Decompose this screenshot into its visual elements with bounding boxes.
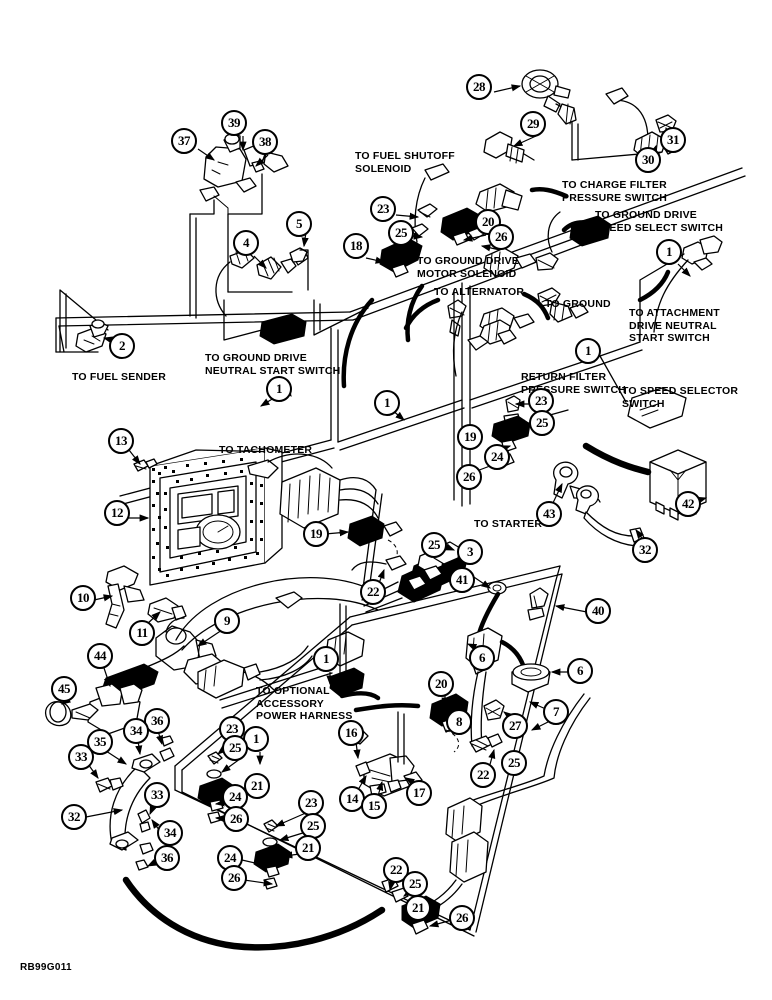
callout-bubble-39: 39 <box>221 110 247 136</box>
callout-bubble-35: 35 <box>87 729 113 755</box>
callout-bubble-9: 9 <box>214 608 240 634</box>
callout-bubble-26: 26 <box>488 224 514 250</box>
callout-bubble-11: 11 <box>129 620 155 646</box>
callout-bubble-34: 34 <box>123 718 149 744</box>
callout-bubble-3: 3 <box>457 539 483 565</box>
callout-bubble-32: 32 <box>632 537 658 563</box>
callout-bubble-2: 2 <box>109 333 135 359</box>
label-to-alternator: TO ALTERNATOR <box>434 286 525 298</box>
connector-group-4-5 <box>215 247 309 345</box>
callout-bubble-8: 8 <box>446 709 472 735</box>
callout-bubble-34: 34 <box>157 820 183 846</box>
callout-bubble-24: 24 <box>484 444 510 470</box>
callout-bubble-22: 22 <box>360 579 386 605</box>
callout-bubble-33: 33 <box>144 782 170 808</box>
callout-bubble-26: 26 <box>223 806 249 832</box>
ground-strap-assembly <box>95 735 386 951</box>
callout-bubble-41: 41 <box>449 567 475 593</box>
callout-bubble-21: 21 <box>295 835 321 861</box>
callout-bubble-23: 23 <box>370 196 396 222</box>
callout-bubble-28: 28 <box>466 74 492 100</box>
callout-bubble-42: 42 <box>675 491 701 517</box>
callout-bubble-25: 25 <box>388 220 414 246</box>
label-to-ground: TO GROUND <box>545 298 611 310</box>
label-return-filter-pressure-switch: RETURN FILTER PRESSURE SWITCH <box>521 371 627 396</box>
callout-bubble-1: 1 <box>575 338 601 364</box>
bolt-22-25-right <box>469 733 503 753</box>
accessory-plugs <box>197 603 365 699</box>
callout-bubble-20: 20 <box>428 671 454 697</box>
callout-bubble-15: 15 <box>361 793 387 819</box>
right-connectors <box>599 235 723 429</box>
callout-bubble-1: 1 <box>313 646 339 672</box>
callout-bubble-13: 13 <box>108 428 134 454</box>
callout-bubble-25: 25 <box>402 871 428 897</box>
callout-bubble-21: 21 <box>244 773 270 799</box>
callout-bubble-25: 25 <box>529 410 555 436</box>
mid-connectors <box>341 247 589 501</box>
callout-bubble-37: 37 <box>171 128 197 154</box>
callout-bubble-26: 26 <box>456 464 482 490</box>
figure-code: RB99G011 <box>20 962 72 973</box>
center-clamps <box>379 203 485 278</box>
callout-bubble-16: 16 <box>338 720 364 746</box>
callout-bubble-36: 36 <box>154 845 180 871</box>
callout-bubble-22: 22 <box>470 762 496 788</box>
callout-bubble-44: 44 <box>87 643 113 669</box>
ground-cables <box>553 461 645 547</box>
label-pointers <box>339 187 671 701</box>
callout-bubble-45: 45 <box>51 676 77 702</box>
callout-bubble-1: 1 <box>374 390 400 416</box>
label-to-tachometer: TO TACHOMETER <box>219 444 313 456</box>
callout-bubble-40: 40 <box>585 598 611 624</box>
callout-bubble-7: 7 <box>543 699 569 725</box>
callout-bubble-33: 33 <box>68 744 94 770</box>
upper-left-connector-assembly <box>189 133 293 319</box>
label-to-fuel-sender: TO FUEL SENDER <box>72 371 167 383</box>
callout-bubble-43: 43 <box>536 501 562 527</box>
label-to-ground-drive-motor-solenoid: TO GROUND DRIVE MOTOR SOLENOID <box>417 255 519 280</box>
callout-bubble-17: 17 <box>406 780 432 806</box>
tachometer-harness <box>247 453 403 599</box>
callout-bubble-26: 26 <box>449 905 475 931</box>
callout-bubble-27: 27 <box>502 713 528 739</box>
callout-bubble-4: 4 <box>233 230 259 256</box>
callout-bubble-25: 25 <box>222 735 248 761</box>
label-to-ground-drive-neutral-start-switch: TO GROUND DRIVE NEUTRAL START SWITCH <box>205 352 341 377</box>
fuel-sender-connector <box>75 319 109 353</box>
callout-bubble-19: 19 <box>303 521 329 547</box>
label-to-charge-filter-pressure-switch: TO CHARGE FILTER PRESSURE SWITCH <box>562 179 668 204</box>
callout-bubble-38: 38 <box>252 129 278 155</box>
callout-bubble-29: 29 <box>520 111 546 137</box>
callout-bubble-25: 25 <box>501 750 527 776</box>
callout-bubble-31: 31 <box>660 127 686 153</box>
callout-bubble-19: 19 <box>457 424 483 450</box>
callout-bubble-6: 6 <box>567 658 593 684</box>
callout-bubble-6: 6 <box>469 645 495 671</box>
callout-bubble-18: 18 <box>343 233 369 259</box>
label-to-optional-accessory-power-harness: TO OPTIONAL ACCESSORY POWER HARNESS <box>256 685 353 722</box>
callout-bubble-32: 32 <box>61 804 87 830</box>
callout-bubble-25: 25 <box>421 532 447 558</box>
callout-bubble-30: 30 <box>635 147 661 173</box>
callout-bubble-12: 12 <box>104 500 130 526</box>
callout-bubble-10: 10 <box>70 585 96 611</box>
callout-bubble-21: 21 <box>405 895 431 921</box>
callout-bubble-5: 5 <box>286 211 312 237</box>
callout-bubble-1: 1 <box>266 376 292 402</box>
label-to-ground-drive-speed-select-switch: TO GROUND DRIVE SPEED SELECT SWITCH <box>595 209 724 234</box>
callout-bubble-26: 26 <box>221 865 247 891</box>
label-to-fuel-shutoff-solenoid: TO FUEL SHUTOFF SOLENOID <box>355 150 455 175</box>
callout-bubble-1: 1 <box>656 239 682 265</box>
label-to-starter: TO STARTER <box>474 518 543 530</box>
label-to-attachment-drive-neutral-start-switch: TO ATTACHMENT DRIVE NEUTRAL START SWITCH <box>629 307 720 344</box>
label-to-speed-selector-switch: TO SPEED SELECTOR SWITCH <box>622 385 739 410</box>
